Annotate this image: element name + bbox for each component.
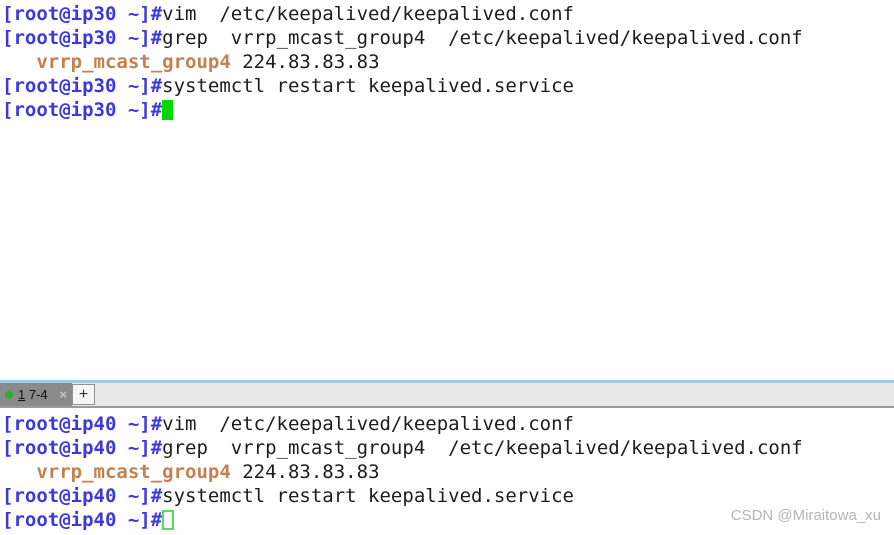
terminal-line: [root@ip40 ~]#systemctl restart keepaliv… xyxy=(2,484,894,508)
terminal-pane-ip30[interactable]: [root@ip30 ~]#vim /etc/keepalived/keepal… xyxy=(0,0,894,380)
shell-prompt: [root@ip40 ~]# xyxy=(2,509,163,531)
shell-prompt: [root@ip30 ~]# xyxy=(2,99,163,121)
command-text: grep vrrp_mcast_group4 /etc/keepalived/k… xyxy=(162,27,803,49)
grep-match-text: vrrp_mcast_group4 xyxy=(36,51,231,73)
new-tab-button[interactable]: + xyxy=(72,384,95,405)
terminal-line: [root@ip30 ~]#systemctl restart keepaliv… xyxy=(2,74,894,98)
shell-prompt: [root@ip40 ~]# xyxy=(2,485,163,507)
command-text: systemctl restart keepalived.service xyxy=(162,485,574,507)
tab-label: 1 7-4 xyxy=(18,387,54,402)
shell-prompt: [root@ip40 ~]# xyxy=(2,437,163,459)
shell-prompt: [root@ip30 ~]# xyxy=(2,27,163,49)
output-indent xyxy=(2,51,36,73)
terminal-pane-ip40[interactable]: [root@ip40 ~]#vim /etc/keepalived/keepal… xyxy=(0,408,894,535)
terminal-line-active-prompt: [root@ip40 ~]# xyxy=(2,508,894,532)
session-status-dot xyxy=(5,390,13,399)
terminal-line-grep-output: vrrp_mcast_group4 224.83.83.83 xyxy=(2,50,894,74)
output-value: 224.83.83.83 xyxy=(230,51,380,73)
output-indent xyxy=(2,461,36,483)
terminal-line-active-prompt: [root@ip30 ~]# xyxy=(2,98,894,122)
tab-accelerator: 1 xyxy=(18,387,26,402)
grep-match-text: vrrp_mcast_group4 xyxy=(36,461,231,483)
terminal-line: [root@ip30 ~]#vim /etc/keepalived/keepal… xyxy=(2,2,894,26)
terminal-line: [root@ip40 ~]#vim /etc/keepalived/keepal… xyxy=(2,412,894,436)
tab-bar: 1 7-4 × + xyxy=(0,380,894,408)
terminal-line: [root@ip40 ~]#grep vrrp_mcast_group4 /et… xyxy=(2,436,894,460)
command-text: vim /etc/keepalived/keepalived.conf xyxy=(162,413,574,435)
terminal-cursor-focused xyxy=(162,100,174,120)
tab-session-7-4[interactable]: 1 7-4 × xyxy=(0,383,72,406)
csdn-watermark: CSDN @Miraitowa_xu xyxy=(730,507,881,524)
command-text: systemctl restart keepalived.service xyxy=(162,75,574,97)
terminal-line-grep-output: vrrp_mcast_group4 224.83.83.83 xyxy=(2,460,894,484)
terminal-line: [root@ip30 ~]#grep vrrp_mcast_group4 /et… xyxy=(2,26,894,50)
terminal-cursor-unfocused xyxy=(162,510,175,530)
output-value: 224.83.83.83 xyxy=(230,461,380,483)
command-text: vim /etc/keepalived/keepalived.conf xyxy=(162,3,574,25)
shell-prompt: [root@ip40 ~]# xyxy=(2,413,163,435)
close-tab-icon[interactable]: × xyxy=(59,387,67,402)
shell-prompt: [root@ip30 ~]# xyxy=(2,3,163,25)
shell-prompt: [root@ip30 ~]# xyxy=(2,75,163,97)
tab-title: 7-4 xyxy=(25,387,48,402)
command-text: grep vrrp_mcast_group4 /etc/keepalived/k… xyxy=(162,437,803,459)
